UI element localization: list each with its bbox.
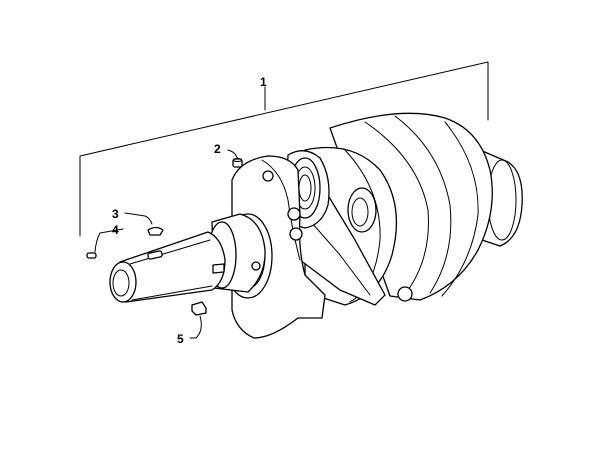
callout-1-label: 1 <box>260 75 267 89</box>
assembly-bracket <box>79 61 489 237</box>
part-2-plug <box>227 149 243 168</box>
callout-5-label: 5 <box>177 332 184 346</box>
part-5-key <box>189 301 207 339</box>
callout-4-label: 4 <box>112 223 119 237</box>
callout-3-label: 3 <box>112 207 119 221</box>
crankshaft-assembly <box>109 112 523 339</box>
callout-2-label: 2 <box>214 142 221 156</box>
part-3-woodruff-key <box>124 212 164 236</box>
part-4-pin <box>86 228 124 259</box>
